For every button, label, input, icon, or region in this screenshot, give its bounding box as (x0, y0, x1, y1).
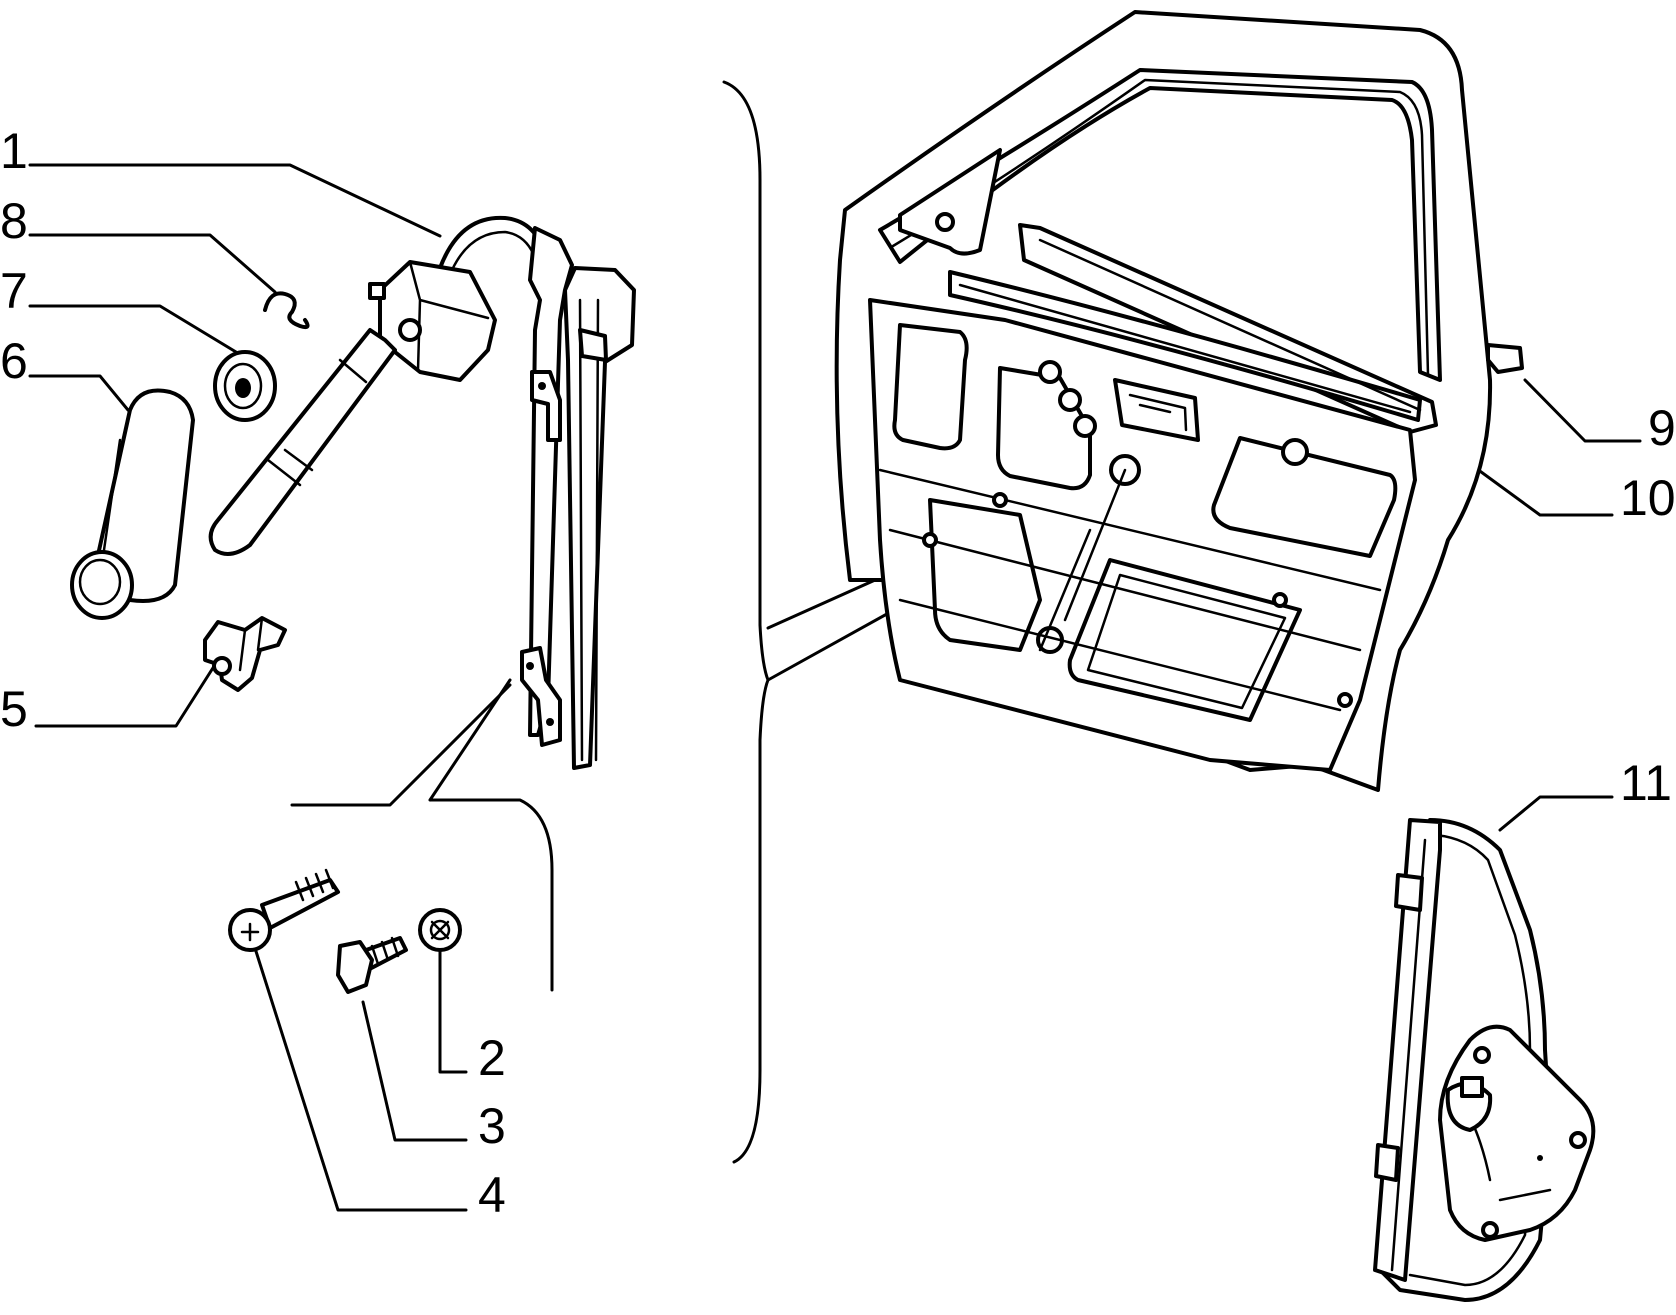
electric-motor-plate (1438, 1024, 1596, 1242)
panel-hole-b (1058, 388, 1082, 412)
panel-hole-h (1272, 592, 1288, 608)
callout-9: 9 (1648, 400, 1676, 456)
callout-5: 5 (0, 681, 28, 737)
panel-hole-g (1337, 692, 1353, 708)
part-1-window-regulator (208, 215, 636, 770)
panel-hole-a (1038, 360, 1062, 384)
panel-rib-2 (1038, 468, 1127, 652)
electric-rail-bracket-2 (1374, 1143, 1400, 1182)
retaining-clip-hole (212, 656, 232, 676)
bushing-mid (223, 362, 263, 410)
crank-knob-detail (78, 558, 122, 606)
crank-handle-edge (102, 438, 122, 552)
callout-2: 2 (478, 1030, 506, 1086)
long-screw-shank (260, 878, 340, 930)
callout-4: 4 (478, 1167, 506, 1223)
electric-plate-stud-3 (1481, 1221, 1499, 1239)
panel-rib-1 (878, 468, 1382, 712)
door-panel (834, 10, 1524, 792)
housing-stud (398, 318, 422, 342)
retaining-clip-detail (238, 616, 264, 672)
leader-7 (28, 304, 238, 354)
arm-bracket-upper (530, 370, 562, 442)
leader-6 (28, 374, 130, 412)
shaft-collar (266, 358, 368, 487)
regulator-crank-shaft (208, 328, 397, 556)
electric-motor-connector (1460, 1076, 1484, 1098)
panel-hole-j (922, 532, 938, 548)
panel-hole-i (992, 492, 1008, 508)
door-clip-part-9 (1486, 343, 1524, 374)
leader-8 (28, 233, 277, 294)
callout-6: 6 (0, 333, 28, 389)
bracket-hole-lower (526, 662, 534, 670)
panel-hole-d (1281, 438, 1309, 466)
electric-rail-bracket-1 (1394, 873, 1424, 912)
long-screw-thread (294, 868, 335, 902)
electric-plate-stud-1 (1473, 1046, 1491, 1064)
arm-bracket-lower (520, 646, 562, 747)
callout-8: 8 (0, 193, 28, 249)
electric-plate-stud-2 (1569, 1131, 1587, 1149)
bracket-hole-lower-2 (546, 718, 554, 726)
quarter-vent-hole (935, 212, 955, 232)
lock-detail (1128, 393, 1188, 432)
callout-labels: 1 8 7 6 5 2 3 4 9 10 11 (0, 123, 1676, 1223)
long-screw-cross (240, 922, 260, 942)
electric-plate-hole (1537, 1155, 1543, 1161)
electric-regulator-cable (1378, 818, 1552, 1302)
part-7-bushing (213, 350, 277, 422)
panel-cutout-1 (892, 323, 969, 451)
bracket-hole (538, 382, 546, 390)
rail-upper-bracket (578, 328, 608, 362)
callout-3: 3 (478, 1098, 506, 1154)
spring-clip (263, 291, 310, 330)
bushing-hole (235, 378, 251, 398)
cable-inner (1408, 833, 1534, 1287)
leader-3 (361, 1000, 468, 1142)
part-11-electric-regulator (1373, 818, 1596, 1302)
fastener-group-bracket (428, 678, 554, 992)
leader-11 (1498, 795, 1614, 832)
callout-7: 7 (0, 263, 28, 319)
leader-5 (34, 658, 220, 728)
part-6-crank-handle (70, 388, 195, 620)
panel-cutout-lower-inner (1086, 573, 1287, 710)
door-window-frame (878, 68, 1442, 382)
panel-hole-c (1073, 414, 1097, 438)
callout-10: 10 (1620, 470, 1676, 526)
door-panel-bracket (722, 80, 770, 1164)
nut-inner (429, 919, 451, 941)
panel-cutout-lower-left (928, 498, 1042, 652)
glass-channel-lower (948, 270, 1422, 422)
quarter-vent (898, 148, 1002, 256)
part-5-retaining-clip (203, 616, 287, 692)
leader-9 (1523, 378, 1642, 443)
part-3-hex-bolt (336, 936, 408, 994)
nut-teeth (430, 920, 450, 940)
housing-stud-top (368, 282, 386, 300)
panel-cutout-3 (1211, 436, 1398, 558)
glass-channel-lines (958, 238, 1422, 414)
leader-fasteners-group (290, 683, 512, 807)
leader-2 (438, 933, 468, 1074)
guide-rail-inner (578, 298, 600, 762)
hex-bolt-thread (370, 936, 400, 966)
callout-1: 1 (0, 123, 28, 179)
leader-4 (252, 943, 468, 1212)
leader-1 (28, 163, 442, 238)
hex-bolt-head (336, 940, 374, 994)
part-4-screw-long (228, 868, 340, 952)
part-8-spring-clip (263, 291, 310, 330)
part-2-nut (418, 908, 462, 952)
callout-11: 11 (1620, 755, 1672, 811)
